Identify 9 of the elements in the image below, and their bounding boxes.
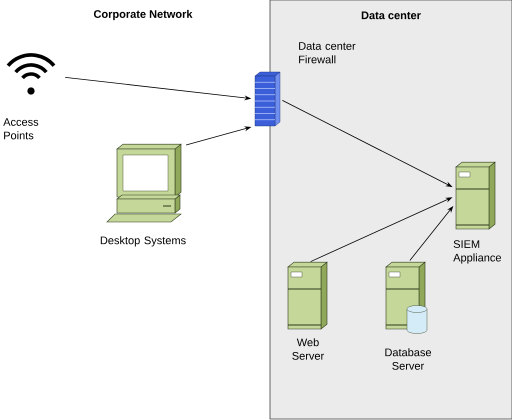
node-label: Desktop Systems — [100, 236, 186, 246]
node-label: Data center Firewall — [299, 42, 356, 64]
firewall-icon — [254, 72, 280, 126]
node-label: Access Points — [3, 118, 38, 140]
node-label: SIEM Appliance — [453, 240, 501, 264]
node-label: Database Server — [385, 348, 432, 370]
node-label: Web Server — [292, 338, 324, 360]
heading: Corporate Network — [94, 10, 192, 20]
wifi-icon — [6, 53, 56, 95]
